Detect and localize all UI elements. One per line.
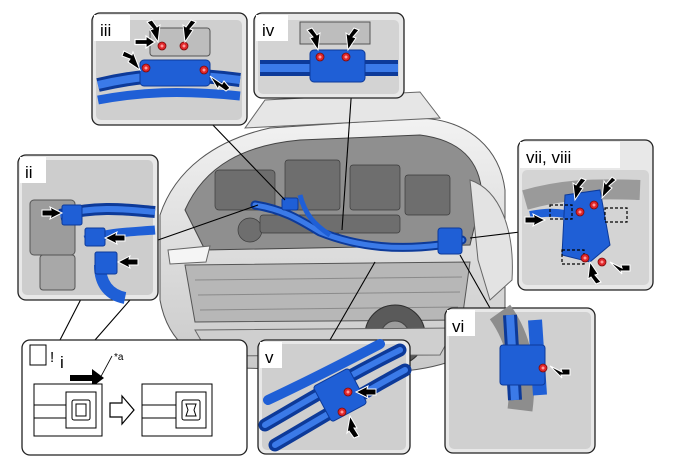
connector-after [141,383,213,437]
arrow-icon [524,176,631,285]
callout-v: v [265,348,274,367]
callout-i: i [60,353,64,372]
arrow-icon [70,369,104,387]
panel-ii: ii [17,154,159,304]
callout-vii-viii: vii, viii [526,148,571,167]
arrow-icon [306,27,360,52]
clamp-outline-icon [549,204,628,265]
callout-vi: vi [452,317,464,336]
caution-mark: ! [50,349,54,366]
arrow-icon [41,206,139,269]
arrow-icon [346,385,377,439]
panel-vii-viii: vii, viii [517,139,654,291]
callout-ii: ii [25,163,33,182]
note-a: *a [114,352,124,363]
panel-vi: vi [444,304,596,454]
connector-before [33,383,103,437]
panel-i: ! i *a [21,339,248,456]
panel-v: v [257,339,412,455]
hollow-arrow-icon [109,394,135,426]
panel-iv: iv [253,12,405,99]
callout-iii: iii [100,21,111,40]
arrow-icon [121,19,231,92]
panel-iii: iii [91,12,248,126]
main-wire-harness [250,194,467,255]
arrow-icon [549,365,571,379]
callout-iv: iv [262,21,275,40]
